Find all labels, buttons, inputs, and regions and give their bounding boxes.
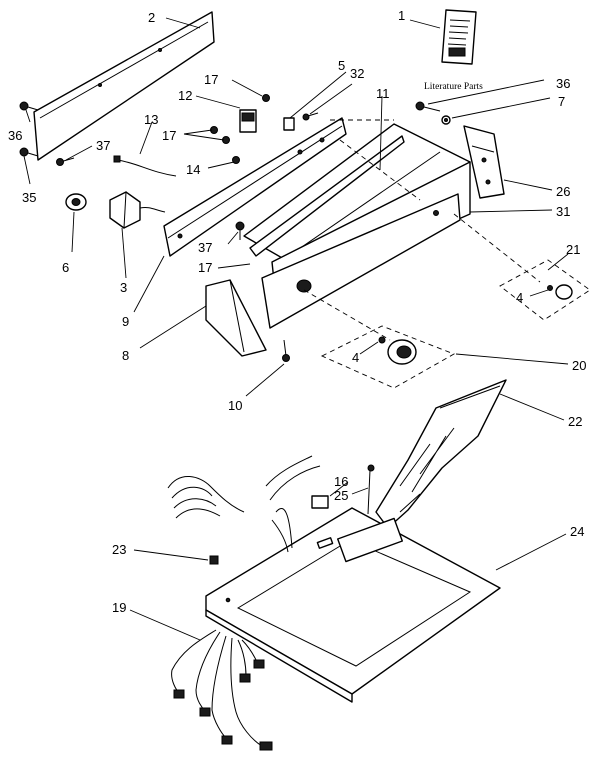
callout-6: 6 [62, 260, 69, 275]
callout-20: 20 [572, 358, 586, 373]
guide-line-20 [303, 289, 391, 341]
callout-4-right: 4 [516, 290, 523, 305]
callout-19: 19 [112, 600, 126, 615]
screw-36-right [415, 101, 441, 112]
callout-37-upper: 37 [96, 138, 110, 153]
wire-bundle-upper [167, 455, 321, 553]
callout-11: 11 [376, 86, 390, 101]
callout-3: 3 [120, 280, 127, 295]
callout-17-low: 17 [198, 260, 212, 275]
bracket-26 [463, 125, 505, 199]
callout-1: 1 [398, 8, 405, 23]
callout-12: 12 [178, 88, 192, 103]
literature-booklet [441, 9, 477, 65]
callout-14: 14 [186, 162, 200, 177]
screw-10 [282, 339, 290, 362]
callout-35: 35 [22, 190, 36, 205]
guide-line-21 [453, 213, 541, 283]
harness-connector [113, 155, 121, 163]
callout-2: 2 [148, 10, 155, 25]
callout-25: 25 [334, 488, 348, 503]
screw-37-upper [56, 157, 75, 166]
callout-17-top: 17 [204, 72, 218, 87]
wire-harness-19 [171, 629, 273, 751]
part-32-screw [302, 112, 319, 121]
screw-37-lower [235, 221, 245, 240]
callout-10: 10 [228, 398, 242, 413]
knob-group-20 [320, 325, 456, 389]
part-5-clip [283, 117, 295, 131]
callout-17-mid: 17 [162, 128, 176, 143]
clip-23 [209, 555, 219, 565]
part-25-screw [367, 464, 375, 515]
washer-7 [441, 115, 451, 125]
callout-5: 5 [338, 58, 345, 73]
callout-23: 23 [112, 542, 126, 557]
callout-16: 16 [334, 474, 348, 489]
callout-32: 32 [350, 66, 364, 81]
switch-12 [239, 109, 257, 133]
callout-24: 24 [570, 524, 584, 539]
panel-screw-36-left [19, 101, 39, 111]
callout-37-lower: 37 [198, 240, 212, 255]
side-panel-8 [205, 279, 267, 357]
callout-4-center: 4 [352, 350, 359, 365]
knob-group-21 [499, 259, 591, 321]
callout-8: 8 [122, 348, 129, 363]
callout-7: 7 [558, 94, 565, 109]
callout-13: 13 [144, 112, 158, 127]
callout-26: 26 [556, 184, 570, 199]
panel-screw-35 [19, 147, 39, 157]
control-bracket [163, 117, 347, 257]
callout-22: 22 [568, 414, 582, 429]
callout-21: 21 [566, 242, 580, 257]
literature-caption: Literature Parts [424, 82, 483, 92]
cabinet-top-24 [205, 507, 501, 703]
wire-harness-13 [117, 159, 177, 177]
rear-console-panel [33, 11, 215, 161]
callout-36-left: 36 [8, 128, 22, 143]
console-backsplash-22 [375, 379, 507, 529]
front-panel-assembly [261, 193, 461, 329]
leader-lines [23, 17, 569, 641]
callout-labels: 1 2 3 4 4 5 6 7 8 9 10 11 12 13 14 16 17… [8, 8, 586, 615]
timer-knob [65, 193, 87, 211]
callout-31: 31 [556, 204, 570, 219]
callout-36-right: 36 [556, 76, 570, 91]
part-16-clip [311, 495, 329, 509]
timer [109, 191, 166, 229]
callout-9: 9 [122, 314, 129, 329]
screws-17-group [210, 94, 270, 164]
